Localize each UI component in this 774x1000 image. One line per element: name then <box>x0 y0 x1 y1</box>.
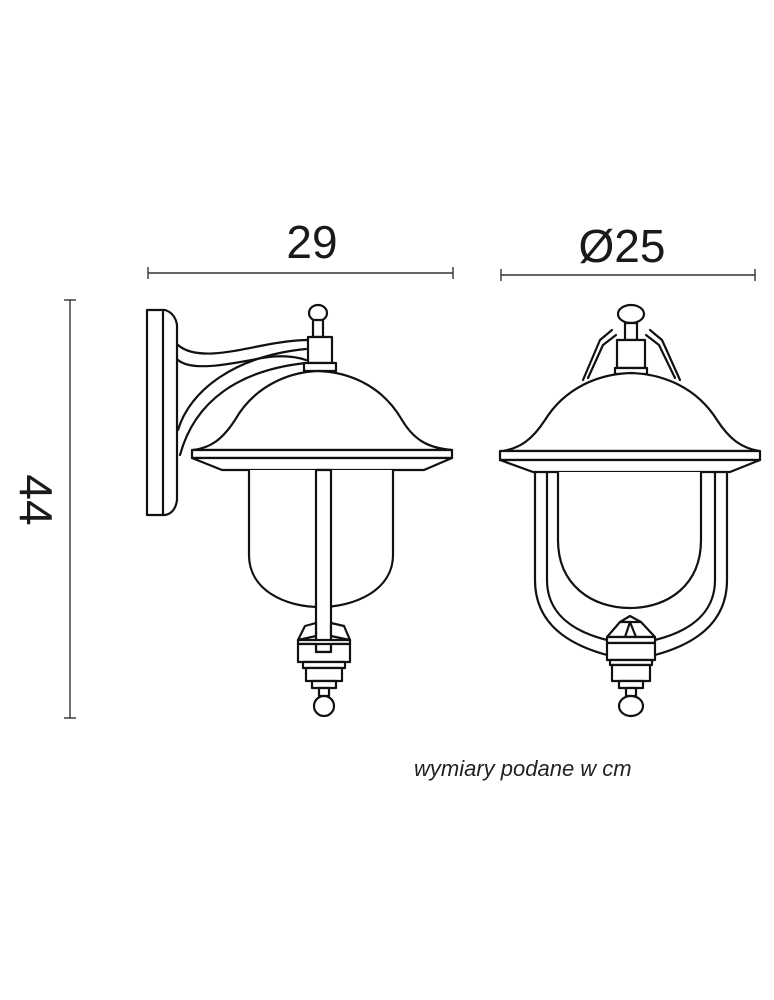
units-note: wymiary podane w cm <box>414 756 632 781</box>
lamp-side-view <box>145 303 454 718</box>
lamp-front-view <box>498 303 762 718</box>
width-dimension: 29 <box>147 216 454 279</box>
height-label: 44 <box>10 474 62 525</box>
diameter-dimension: Ø25 <box>500 220 756 281</box>
diameter-label: Ø25 <box>579 220 666 272</box>
width-label: 29 <box>286 216 337 268</box>
height-dimension: 44 <box>10 299 76 719</box>
